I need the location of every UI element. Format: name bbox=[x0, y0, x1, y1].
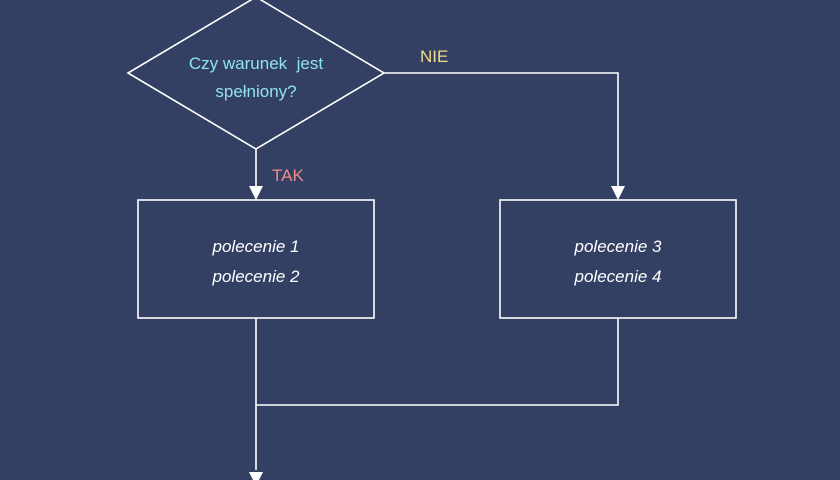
yes-process-box bbox=[137, 199, 375, 319]
yes-command-1: polecenie 1 bbox=[212, 237, 300, 256]
no-label: NIE bbox=[420, 47, 448, 66]
no-exit-connector bbox=[256, 318, 619, 406]
decision-text-line-1: Czy warunek jest bbox=[189, 54, 323, 73]
yes-arrowhead bbox=[249, 186, 263, 200]
no-process-box bbox=[499, 199, 737, 319]
no-connector bbox=[384, 72, 619, 190]
yes-command-2: polecenie 2 bbox=[212, 267, 301, 286]
no-arrowhead bbox=[611, 186, 625, 200]
no-command-2: polecenie 4 bbox=[574, 267, 662, 286]
yes-label: TAK bbox=[272, 166, 304, 185]
decision-text-line-2: spełniony? bbox=[215, 82, 296, 101]
exit-arrowhead bbox=[249, 472, 263, 480]
decision-diamond bbox=[126, 0, 386, 150]
no-command-1: polecenie 3 bbox=[574, 237, 663, 256]
